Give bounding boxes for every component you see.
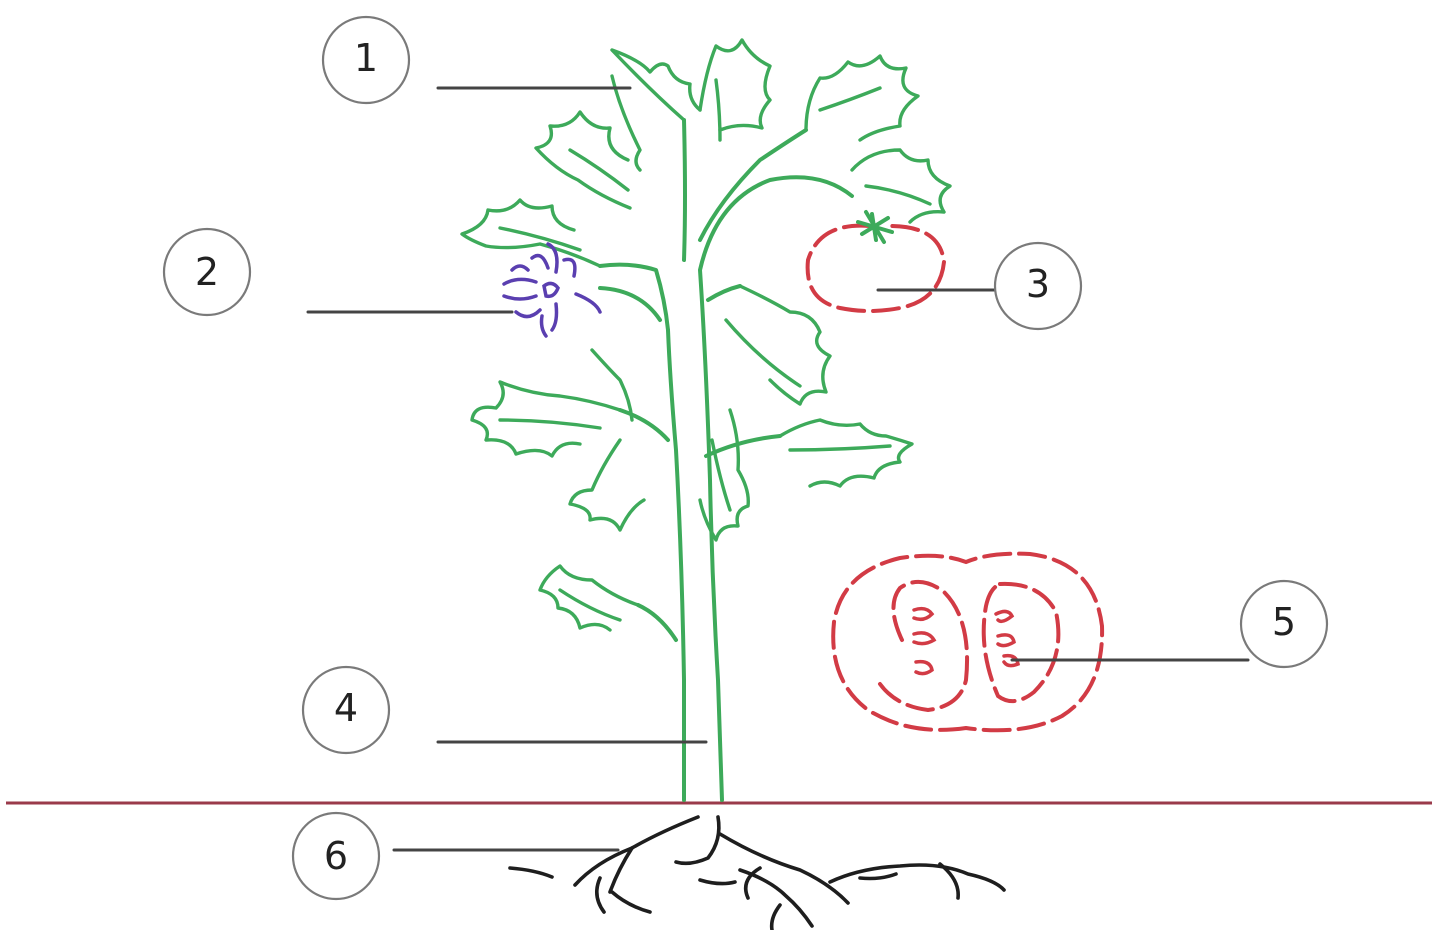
leaves (462, 40, 950, 630)
callout-1-label: 1 (354, 36, 378, 80)
callout-5-label: 5 (1272, 600, 1296, 644)
tomato-fruit-icon (808, 212, 944, 311)
leader-lines (308, 88, 1248, 850)
callout-2-label: 2 (195, 250, 219, 294)
callout-1: 1 (323, 17, 409, 103)
roots-icon (510, 817, 1004, 930)
callout-4: 4 (303, 667, 389, 753)
tomato-cross-section-icon (833, 554, 1102, 731)
callout-5: 5 (1241, 581, 1327, 667)
callout-3: 3 (995, 243, 1081, 329)
callout-6: 6 (293, 813, 379, 899)
callout-2: 2 (164, 229, 250, 315)
callout-4-label: 4 (334, 686, 358, 730)
callout-6-label: 6 (324, 834, 348, 878)
stem (600, 120, 852, 800)
callout-3-label: 3 (1026, 262, 1050, 306)
